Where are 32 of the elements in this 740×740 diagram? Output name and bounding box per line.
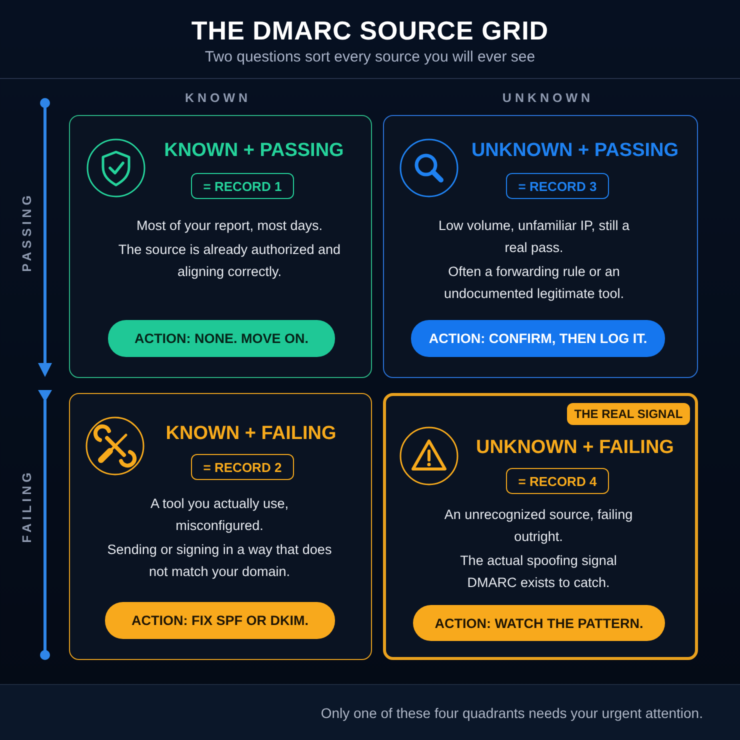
record-tag: = RECORD 3 (506, 173, 609, 199)
description-text: The actual spoofing signal DMARC exists to catch. (459, 552, 618, 592)
quadrant-card (69, 393, 372, 660)
row-label: PASSING (20, 192, 34, 272)
action-pill: ACTION: FIX SPF OR DKIM. (105, 602, 335, 639)
quadrant-card (69, 115, 372, 378)
action-pill: ACTION: CONFIRM, THEN LOG IT. (411, 320, 665, 357)
quadrant-heading: UNKNOWN + FAILING (476, 437, 674, 459)
record-tag: = RECORD 1 (191, 173, 294, 199)
quadrant-heading: KNOWN + PASSING (164, 140, 344, 162)
column-header: KNOWN (184, 91, 252, 105)
subtitle: Two questions sort every source you will ever see (204, 48, 536, 66)
record-tag: = RECORD 4 (506, 468, 609, 494)
description-text: Often a forwarding rule or an undocumented legitimate tool. (442, 263, 626, 303)
action-pill: ACTION: WATCH THE PATTERN. (413, 605, 665, 641)
page-title: THE DMARC SOURCE GRID (191, 16, 549, 46)
description-text: An unrecognized source, failing outright. (443, 506, 634, 546)
quadrant-card (383, 393, 698, 660)
description-text: The source is already authorized and aligning correctly. (117, 241, 342, 281)
footer-note: Only one of these four quadrants needs your urgent attention. (320, 704, 703, 720)
description-text: Low volume, unfamiliar IP, still a real pass. (437, 217, 631, 257)
description-text: A tool you actually use, misconfigured. (149, 495, 290, 535)
signal-badge: THE REAL SIGNAL (567, 403, 690, 425)
quadrant-heading: KNOWN + FAILING (166, 423, 336, 445)
quadrant-heading: UNKNOWN + PASSING (471, 140, 679, 162)
action-pill: ACTION: NONE. MOVE ON. (108, 320, 335, 357)
description-text: Most of your report, most days. (136, 217, 323, 235)
quadrant-card (383, 115, 698, 378)
row-label: FAILING (20, 469, 34, 543)
column-header: UNKNOWN (502, 91, 594, 105)
record-tag: = RECORD 2 (191, 454, 294, 480)
description-text: Sending or signing in a way that does not match your domain. (107, 541, 332, 581)
